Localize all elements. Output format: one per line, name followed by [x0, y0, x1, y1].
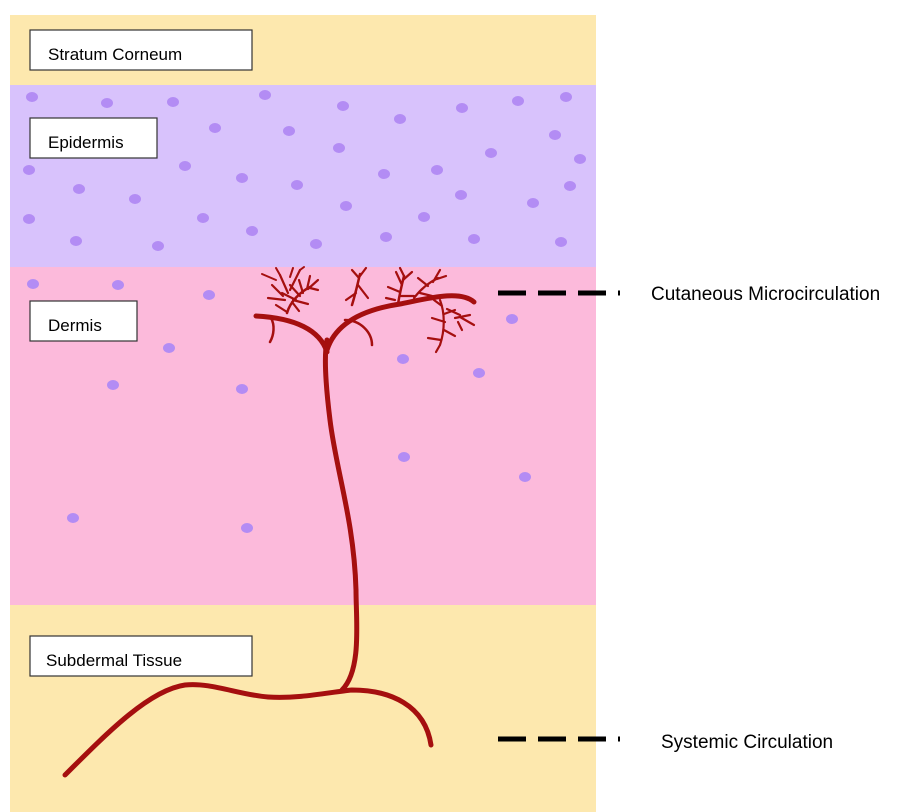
cell — [236, 384, 248, 394]
cell — [455, 190, 467, 200]
epidermis-label: Epidermis — [48, 133, 124, 152]
cell — [241, 523, 253, 533]
cell — [236, 173, 248, 183]
cell — [485, 148, 497, 158]
cell — [431, 165, 443, 175]
systemic-label: Systemic Circulation — [661, 732, 833, 753]
cell — [519, 472, 531, 482]
cell — [163, 343, 175, 353]
microcirculation-label: Cutaneous Microcirculation — [651, 284, 880, 305]
cell — [67, 513, 79, 523]
cell — [259, 90, 271, 100]
cell — [394, 114, 406, 124]
cell — [310, 239, 322, 249]
cell — [456, 103, 468, 113]
cell — [129, 194, 141, 204]
cell — [398, 452, 410, 462]
cell — [23, 214, 35, 224]
cell — [27, 279, 39, 289]
cell — [473, 368, 485, 378]
cell — [397, 354, 409, 364]
cell — [73, 184, 85, 194]
cell — [564, 181, 576, 191]
cell — [70, 236, 82, 246]
cell — [527, 198, 539, 208]
cell — [418, 212, 430, 222]
cell — [574, 154, 586, 164]
cell — [283, 126, 295, 136]
cell — [549, 130, 561, 140]
cell — [246, 226, 258, 236]
cell — [512, 96, 524, 106]
cell — [337, 101, 349, 111]
cell — [333, 143, 345, 153]
cell — [468, 234, 480, 244]
cell — [179, 161, 191, 171]
cell — [506, 314, 518, 324]
cell — [378, 169, 390, 179]
cell — [291, 180, 303, 190]
cell — [107, 380, 119, 390]
cell — [340, 201, 352, 211]
cell — [152, 241, 164, 251]
cell — [197, 213, 209, 223]
epidermis-layer-band — [10, 85, 596, 267]
cell — [26, 92, 38, 102]
subdermal-label: Subdermal Tissue — [46, 651, 182, 670]
epidermis-label-box: Epidermis — [30, 118, 157, 158]
cell — [555, 237, 567, 247]
cell — [23, 165, 35, 175]
cell — [167, 97, 179, 107]
stratum-label: Stratum Corneum — [48, 45, 182, 64]
cell — [203, 290, 215, 300]
stratum-label-box: Stratum Corneum — [30, 30, 252, 70]
dermis-label: Dermis — [48, 316, 102, 335]
subdermal-label-box: Subdermal Tissue — [30, 636, 252, 676]
cell — [101, 98, 113, 108]
cell — [560, 92, 572, 102]
cell — [380, 232, 392, 242]
cell — [209, 123, 221, 133]
cell — [112, 280, 124, 290]
dermis-label-box: Dermis — [30, 301, 137, 341]
